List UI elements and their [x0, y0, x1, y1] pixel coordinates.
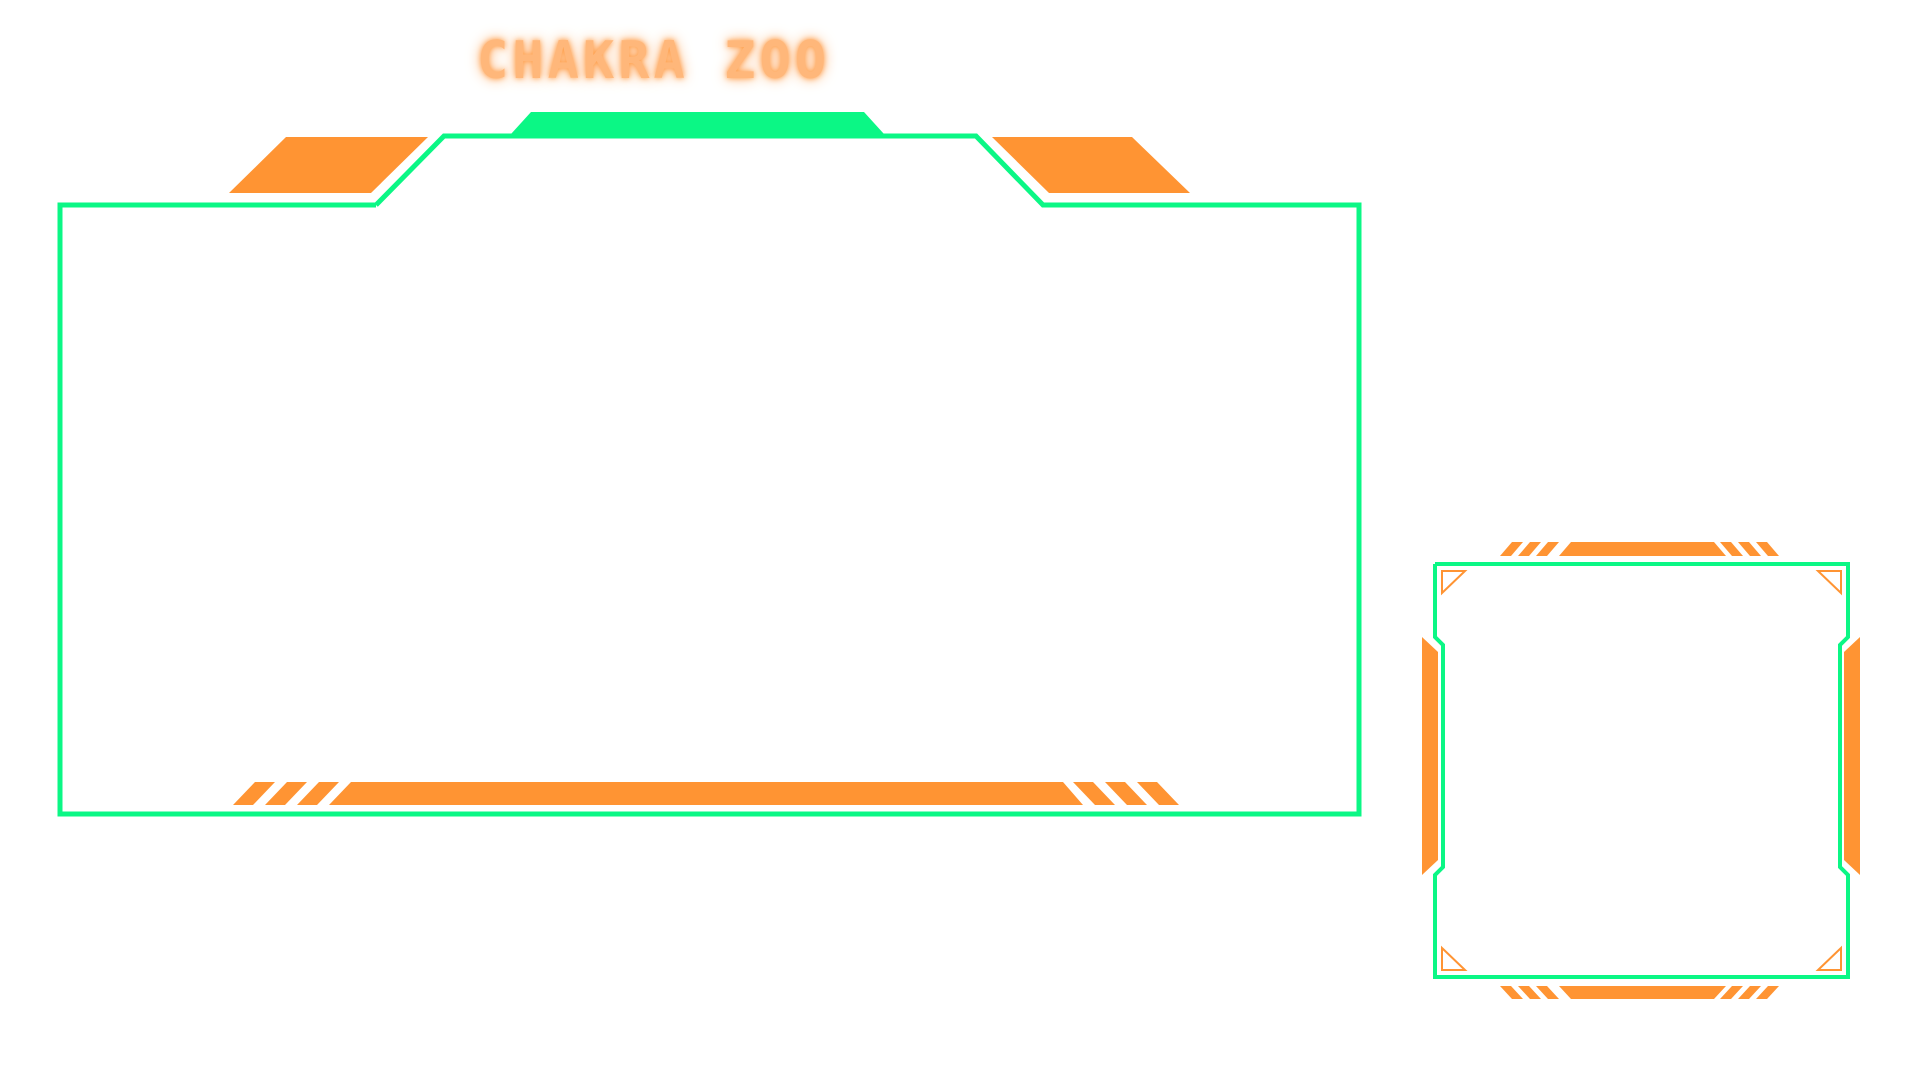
top-right-accent [992, 137, 1190, 193]
main-camera-frame [57, 112, 1362, 817]
webcam-frame [1422, 542, 1860, 999]
webcam-frame-border [1433, 562, 1850, 979]
bottom-accent-bar [233, 782, 1179, 805]
webcam-bottom-accent [1500, 986, 1779, 999]
corner-triangle-icons [1441, 570, 1842, 971]
right-side-accent [1844, 637, 1860, 875]
main-frame-border [57, 133, 1362, 817]
top-left-accent [229, 137, 428, 193]
overlay-title: CHAKRA ZOO [477, 31, 831, 91]
webcam-top-accent [1500, 542, 1779, 556]
left-side-accent [1422, 637, 1438, 875]
top-tab [511, 112, 884, 134]
